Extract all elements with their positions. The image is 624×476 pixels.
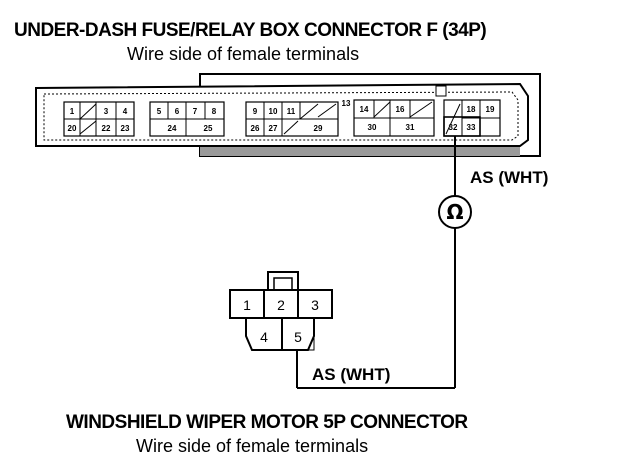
terminal-group-3 [245,101,339,137]
connector-f-subtitle: Wire side of female terminals [127,44,360,64]
terminal-f-9: 9 [253,107,258,116]
terminal-group-1 [63,101,135,137]
terminal-f-24: 24 [168,124,177,133]
terminal-f-5: 5 [157,107,162,116]
terminal-f-27: 27 [269,124,278,133]
terminal-f-25: 25 [204,124,213,133]
terminal-m-4: 4 [260,329,268,345]
terminal-f-20: 20 [68,124,77,133]
terminal-f-11: 11 [287,107,296,116]
terminal-group-4 [353,99,435,137]
fuse-box-terminal-labels: 1 3 4 20 22 23 5 6 7 8 24 25 9 10 11 26 … [68,99,495,133]
terminal-f-33: 33 [467,123,476,132]
test-wire [296,136,456,389]
terminal-f-3: 3 [104,107,109,116]
terminal-f-26: 26 [251,124,260,133]
ohmmeter-icon: Ω [438,195,472,229]
terminal-f-14: 14 [360,105,369,114]
terminal-m-5: 5 [294,329,302,345]
ohm-symbol: Ω [446,200,463,224]
terminal-f-30: 30 [368,123,377,132]
wire-label-upper: AS (WHT) [470,168,548,187]
terminal-f-10: 10 [269,107,278,116]
terminal-f-22: 22 [102,124,111,133]
terminal-group-2 [149,101,225,137]
terminal-f-6: 6 [175,107,180,116]
terminal-f-7: 7 [193,107,198,116]
terminal-f-4: 4 [123,107,128,116]
terminal-f-13: 13 [342,99,351,108]
terminal-m-3: 3 [311,297,319,313]
connector-f-title: UNDER-DASH FUSE/RELAY BOX CONNECTOR F (3… [14,20,487,41]
terminal-f-31: 31 [406,123,415,132]
terminal-f-8: 8 [212,107,217,116]
wiper-motor-terminal-labels: 1 2 3 4 5 [243,297,319,345]
terminal-f-23: 23 [121,124,130,133]
terminal-f-32: 32 [449,123,458,132]
terminal-m-2: 2 [277,297,285,313]
terminal-f-16: 16 [396,105,405,114]
terminal-f-19: 19 [486,105,495,114]
terminal-f-18: 18 [467,105,476,114]
terminal-group-5 [443,99,501,137]
terminal-m-1: 1 [243,297,251,313]
motor-connector-subtitle: Wire side of female terminals [136,436,369,456]
wire-label-lower: AS (WHT) [312,365,390,384]
terminal-f-29: 29 [314,124,323,133]
wiper-motor-connector-body [229,271,333,351]
motor-connector-title: WINDSHIELD WIPER MOTOR 5P CONNECTOR [66,412,468,433]
terminal-f-1: 1 [70,107,75,116]
